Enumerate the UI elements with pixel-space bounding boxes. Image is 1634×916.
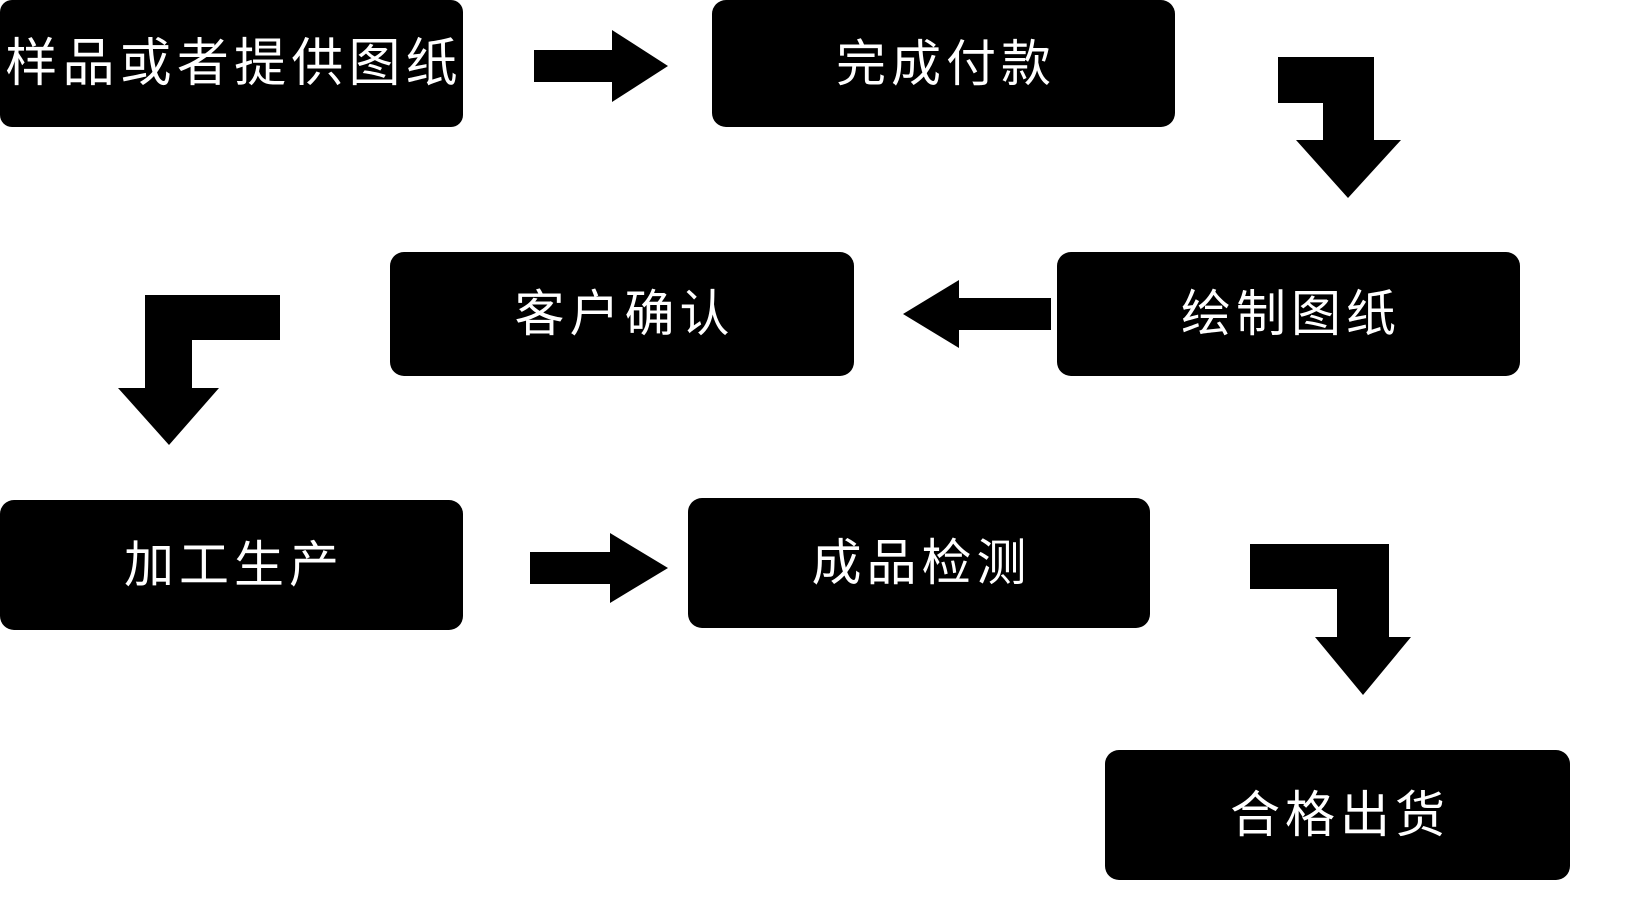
arrow-elbow-left-down-icon — [118, 288, 286, 445]
arrow-right-icon — [530, 533, 668, 603]
arrow-elbow-right-down-icon — [1226, 40, 1401, 198]
arrow-right-icon — [534, 30, 668, 102]
node-label: 绘制图纸 — [1181, 286, 1401, 342]
node-label: 合格出货 — [1230, 787, 1450, 843]
node-finished-product-inspection[interactable]: 成品检测 — [688, 498, 1150, 628]
node-sample-or-drawing[interactable]: 样品或者提供图纸 — [0, 0, 463, 127]
node-qualified-shipment[interactable]: 合格出货 — [1105, 750, 1570, 880]
node-label: 完成付款 — [836, 35, 1056, 92]
node-draw-blueprint[interactable]: 绘制图纸 — [1057, 252, 1520, 376]
node-customer-confirm[interactable]: 客户确认 — [390, 252, 854, 376]
node-complete-payment[interactable]: 完成付款 — [712, 0, 1175, 127]
arrow-elbow-right-down-icon — [1243, 537, 1411, 695]
node-label: 加工生产 — [124, 537, 344, 593]
node-processing-production[interactable]: 加工生产 — [0, 500, 463, 630]
node-label: 样品或者提供图纸 — [5, 34, 463, 93]
node-label: 客户确认 — [514, 286, 735, 342]
arrow-left-icon — [903, 280, 1051, 348]
node-label: 成品检测 — [811, 535, 1032, 591]
